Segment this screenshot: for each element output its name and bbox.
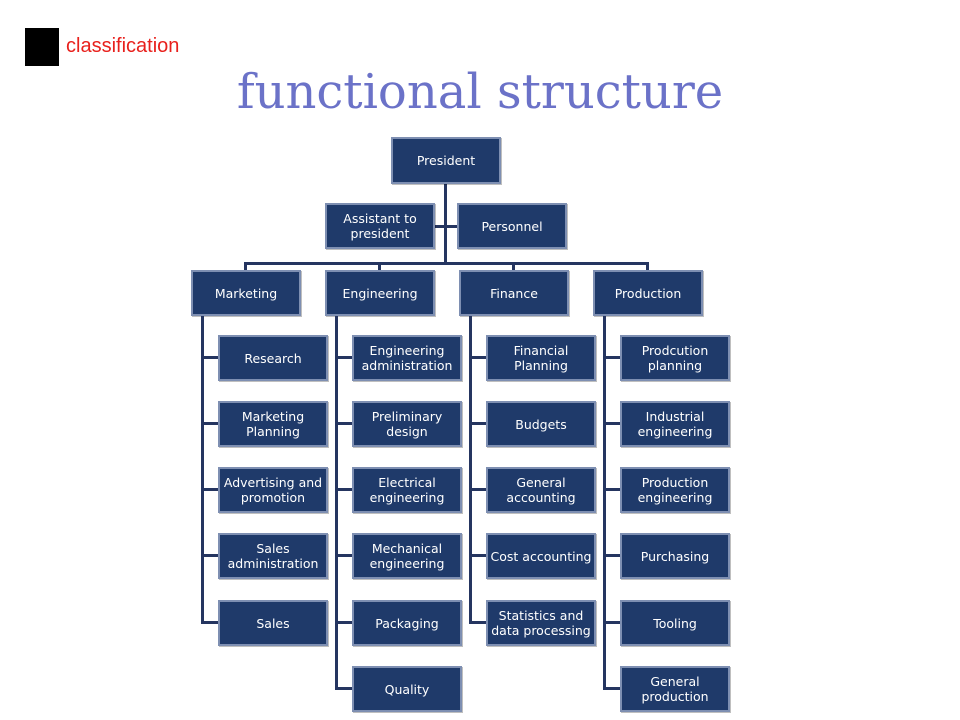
connector-branch	[335, 621, 353, 624]
department-box-marketing: Marketing	[191, 270, 301, 316]
unit-box-cost-accounting: Cost accounting	[486, 533, 596, 579]
personnel-box: Personnel	[457, 203, 567, 249]
connector-branch	[469, 356, 487, 359]
connector-dept-drop	[378, 262, 381, 271]
connector-branch	[335, 422, 353, 425]
connector-branch	[603, 621, 621, 624]
connector-branch	[603, 356, 621, 359]
unit-box-general-accounting: General accounting	[486, 467, 596, 513]
department-box-finance: Finance	[459, 270, 569, 316]
connector-branch	[603, 554, 621, 557]
connector-branch	[201, 356, 219, 359]
connector-branch	[603, 422, 621, 425]
unit-box-marketing-planning: Marketing Planning	[218, 401, 328, 447]
unit-box-packaging: Packaging	[352, 600, 462, 646]
unit-box-production-planning: Prodcution planning	[620, 335, 730, 381]
unit-box-advertising: Advertising and promotion	[218, 467, 328, 513]
unit-box-sales-administration: Sales administration	[218, 533, 328, 579]
unit-box-research: Research	[218, 335, 328, 381]
connector-branch	[201, 488, 219, 491]
connector-branch	[469, 422, 487, 425]
unit-box-budgets: Budgets	[486, 401, 596, 447]
connector-column	[603, 316, 606, 690]
connector-departments	[244, 262, 648, 265]
slide-title: functional structure	[236, 64, 724, 120]
department-box-engineering: Engineering	[325, 270, 435, 316]
connector-branch	[335, 554, 353, 557]
connector-branch	[335, 488, 353, 491]
unit-box-industrial-engineering: Industrial engineering	[620, 401, 730, 447]
connector-branch	[469, 621, 487, 624]
connector-branch	[469, 488, 487, 491]
connector-branch	[335, 687, 353, 690]
connector-branch	[603, 687, 621, 690]
connector-dept-drop	[512, 262, 515, 271]
connector-branch	[603, 488, 621, 491]
unit-box-financial-planning: Financial Planning	[486, 335, 596, 381]
connector-staff	[434, 225, 458, 228]
slide-marker	[25, 28, 59, 66]
connector-trunk	[444, 183, 447, 264]
unit-box-quality: Quality	[352, 666, 462, 712]
unit-box-engineering-administration: Engineering administration	[352, 335, 462, 381]
unit-box-preliminary-design: Preliminary design	[352, 401, 462, 447]
connector-branch	[201, 554, 219, 557]
unit-box-tooling: Tooling	[620, 600, 730, 646]
connector-column	[469, 316, 472, 624]
unit-box-electrical-engineering: Electrical engineering	[352, 467, 462, 513]
connector-branch	[469, 554, 487, 557]
unit-box-sales: Sales	[218, 600, 328, 646]
assistant-box: Assistant to president	[325, 203, 435, 249]
connector-dept-drop	[244, 262, 247, 271]
section-tag: classification	[66, 35, 180, 57]
unit-box-general-production: General production	[620, 666, 730, 712]
connector-column	[201, 316, 204, 624]
connector-branch	[201, 422, 219, 425]
connector-dept-drop	[646, 262, 649, 271]
connector-branch	[201, 621, 219, 624]
department-box-production: Production	[593, 270, 703, 316]
unit-box-statistics: Statistics and data processing	[486, 600, 596, 646]
unit-box-mechanical-engineering: Mechanical engineering	[352, 533, 462, 579]
unit-box-purchasing: Purchasing	[620, 533, 730, 579]
president-box: President	[391, 137, 501, 184]
connector-branch	[335, 356, 353, 359]
connector-column	[335, 316, 338, 690]
unit-box-production-engineering: Production engineering	[620, 467, 730, 513]
